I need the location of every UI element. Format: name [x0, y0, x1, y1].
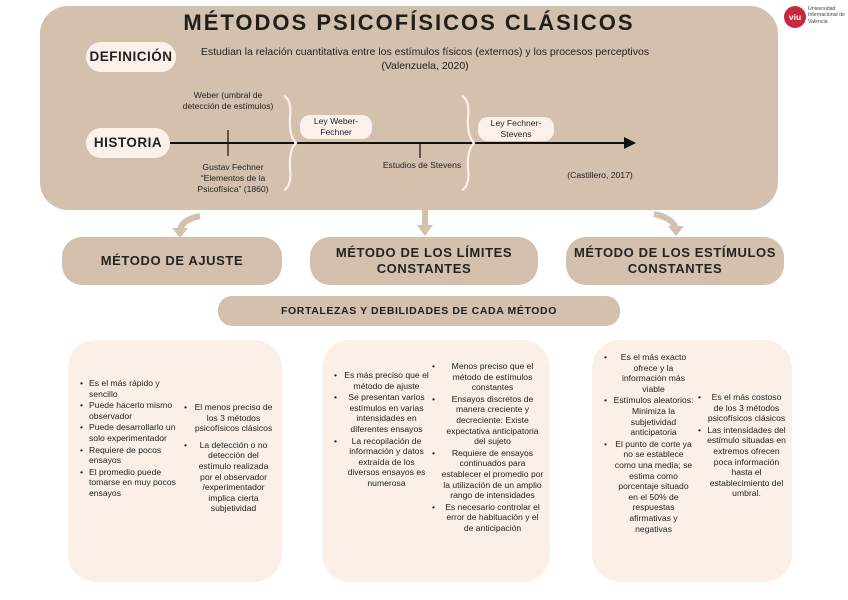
history-label: HISTORIA: [86, 128, 170, 158]
list-item: La detección o no detección del estímulo…: [184, 440, 274, 514]
card-limits-weaknesses: Menos preciso que el método de estímulos…: [432, 361, 544, 535]
list-item: Estímulos aleatorios: Minimiza la subjet…: [604, 395, 694, 437]
definition-text: Estudian la relación cuantitativa entre …: [200, 46, 650, 72]
list-item: Las intensidades del estímulo situadas e…: [698, 425, 786, 499]
method-constant-stimuli: MÉTODO DE LOS ESTÍMULOS CONSTANTES: [566, 237, 784, 285]
method-limits: MÉTODO DE LOS LÍMITES CONSTANTES: [310, 237, 538, 285]
strengths-weaknesses-header: FORTALEZAS Y DEBILIDADES DE CADA MÉTODO: [218, 296, 620, 326]
brace-right: [461, 95, 476, 191]
card-adjustment-weaknesses: El menos preciso de los 3 métodos psicof…: [184, 402, 274, 520]
stevens-note: Estudios de Stevens: [382, 160, 462, 170]
main-title: MÉTODOS PSICOFÍSICOS CLÁSICOS: [183, 10, 635, 35]
card-constant-stimuli-weaknesses: Es el más costoso de los 3 métodos psico…: [698, 392, 786, 500]
card-constant-stimuli-strengths: Es el más exacto ofrece y la información…: [604, 352, 694, 535]
list-item: Menos preciso que el método de estímulos…: [432, 361, 544, 393]
weber-note: Weber (umbral de detección de estímulos): [182, 90, 274, 111]
method-constant-stimuli-label: MÉTODO DE LOS ESTÍMULOS CONSTANTES: [573, 245, 777, 276]
method-adjustment: MÉTODO DE AJUSTE: [62, 237, 282, 285]
brace-left: [283, 95, 298, 191]
method-adjustment-label: MÉTODO DE AJUSTE: [100, 253, 244, 268]
list-item: Es el más exacto ofrece y la información…: [604, 352, 694, 394]
list-item: Se presentan varios estímulos en varias …: [334, 392, 430, 434]
fechner-note: Gustav Fechner “Elementos de la Psicofís…: [197, 162, 269, 194]
list-item: El promedio puede tomarse en muy pocos e…: [80, 467, 178, 499]
card-adjustment-strengths: Es el más rápido y sencillo Puede hacerl…: [80, 378, 178, 500]
list-item: Puede desarrollarlo un solo experimentad…: [80, 422, 178, 443]
list-item: Es el más costoso de los 3 métodos psico…: [698, 392, 786, 424]
logo-text: Universidad Internacional de Valencia: [808, 6, 845, 25]
list-item: Es necesario controlar el error de habit…: [432, 502, 544, 534]
logo-mark: viu: [784, 6, 806, 28]
list-item: Ensayos discretos de manera creciente y …: [432, 394, 544, 447]
definition-label: DEFINICIÓN: [86, 42, 176, 72]
law-fechner-stevens: Ley Fechner-Stevens: [478, 117, 554, 141]
list-item: Requiere de pocos ensayos: [80, 445, 178, 466]
list-item: Es el más rápido y sencillo: [80, 378, 178, 399]
top-panel: [40, 6, 778, 210]
list-item: El menos preciso de los 3 métodos psicof…: [184, 402, 274, 434]
list-item: Requiere de ensayos continuados para est…: [432, 448, 544, 501]
list-item: El punto de corte ya no se establece com…: [604, 439, 694, 534]
card-limits-strengths: Es más preciso que el método de ajuste S…: [334, 370, 430, 490]
law-weber-fechner: Ley Weber-Fechner: [300, 115, 372, 139]
list-item: La recopilación de información y datos e…: [334, 436, 430, 489]
method-limits-label: MÉTODO DE LOS LÍMITES CONSTANTES: [335, 245, 513, 276]
history-citation: (Castillero, 2017): [567, 170, 633, 180]
list-item: Puede hacerlo mismo observador: [80, 400, 178, 421]
timeline-arrowhead: [624, 137, 636, 149]
list-item: Es más preciso que el método de ajuste: [334, 370, 430, 391]
